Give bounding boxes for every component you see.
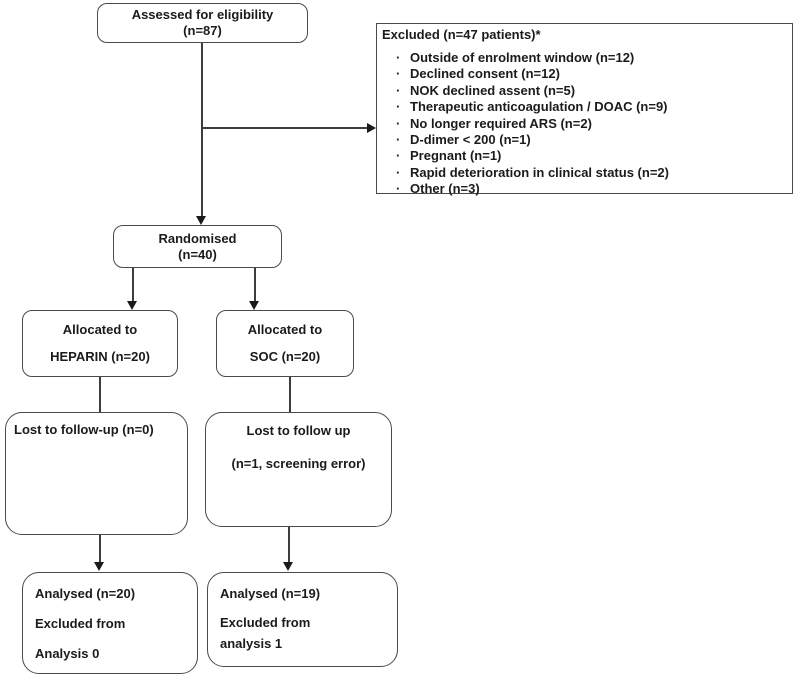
randomised-count: (n=40) (178, 246, 217, 262)
analysed-heparin-excluded-label: Excluded from (35, 616, 126, 631)
analysed-heparin-count: Analysed (n=20) (35, 586, 136, 601)
assessed-eligibility-count: (n=87) (183, 23, 222, 38)
lost-followup-soc-label: Lost to follow up (246, 423, 351, 438)
excluded-reason-item: Outside of enrolment window (n=12) (396, 50, 787, 67)
allocated-heparin-count: HEPARIN (n=20) (50, 349, 150, 364)
excluded-reason-list: Outside of enrolment window (n=12)Declin… (382, 50, 787, 198)
excluded-reason-item: Declined consent (n=12) (396, 66, 787, 83)
allocated-soc-count: SOC (n=20) (249, 349, 321, 364)
arrowhead-into-analysed-heparin (94, 562, 104, 571)
excluded-reason-item: Therapeutic anticoagulation / DOAC (n=9) (396, 99, 787, 116)
assessed-eligibility-box: Assessed for eligibility (n=87) (97, 3, 308, 43)
randomised-label: Randomised (158, 230, 237, 246)
arrowhead-into-randomised (196, 216, 206, 225)
excluded-reason-item: No longer required ARS (n=2) (396, 116, 787, 133)
allocated-heparin-box: Allocated to HEPARIN (n=20) (22, 310, 178, 377)
excluded-reason-item: Rapid deterioration in clinical status (… (396, 165, 787, 182)
excluded-reason-item: Pregnant (n=1) (396, 148, 787, 165)
analysed-soc-excluded-count: analysis 1 (220, 636, 283, 651)
connector-soc-to-lost (289, 377, 291, 412)
arrowhead-into-allocated-soc (249, 301, 259, 310)
connector-lost-to-analysed-heparin (99, 535, 101, 563)
arrowhead-into-analysed-soc (283, 562, 293, 571)
arrowhead-into-allocated-heparin (127, 301, 137, 310)
analysed-heparin-excluded-count: Analysis 0 (35, 646, 100, 661)
excluded-title: Excluded (n=47 patients)* (382, 27, 541, 42)
connector-assessed-to-randomised (201, 43, 203, 218)
lost-followup-heparin-label: Lost to follow-up (n=0) (14, 422, 154, 437)
arrowhead-into-excluded (367, 122, 376, 133)
lost-followup-soc-box: Lost to follow up (n=1, screening error) (205, 412, 392, 527)
analysed-heparin-box: Analysed (n=20) Excluded from Analysis 0 (22, 572, 198, 674)
excluded-reason-item: D-dimer < 200 (n=1) (396, 132, 787, 149)
assessed-eligibility-label: Assessed for eligibility (131, 7, 274, 22)
analysed-soc-count: Analysed (n=19) (220, 586, 321, 601)
excluded-box: Excluded (n=47 patients)* Outside of enr… (376, 23, 793, 198)
connector-randomised-to-heparin (132, 268, 134, 302)
connector-heparin-to-lost (99, 377, 101, 412)
allocated-heparin-label: Allocated to (62, 322, 138, 337)
lost-followup-soc-detail: (n=1, screening error) (231, 456, 366, 471)
analysed-soc-excluded-label: Excluded from (220, 615, 311, 630)
randomised-box: Randomised (n=40) (113, 225, 282, 268)
excluded-reason-item: NOK declined assent (n=5) (396, 83, 787, 100)
allocated-soc-box: Allocated to SOC (n=20) (216, 310, 354, 377)
connector-to-excluded (201, 127, 367, 129)
connector-lost-to-analysed-soc (288, 527, 290, 563)
allocated-soc-label: Allocated to (247, 322, 323, 337)
lost-followup-heparin-box: Lost to follow-up (n=0) (5, 412, 188, 535)
analysed-soc-box: Analysed (n=19) Excluded from analysis 1 (207, 572, 398, 667)
excluded-reason-item: Other (n=3) (396, 181, 787, 198)
connector-randomised-to-soc (254, 268, 256, 302)
